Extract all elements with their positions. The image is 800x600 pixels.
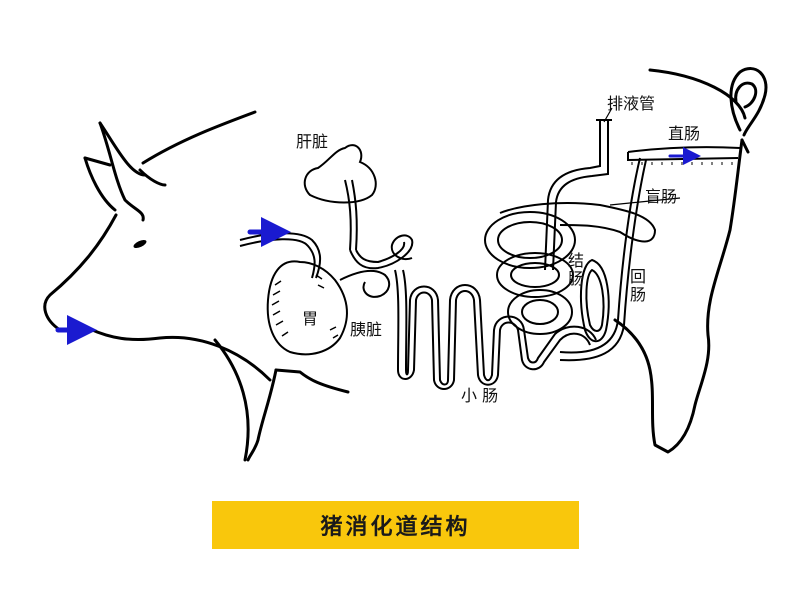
pancreas-shape bbox=[339, 234, 414, 298]
label-liver: 肝脏 bbox=[296, 132, 329, 151]
label-colon: 结肠 bbox=[568, 251, 585, 289]
label-rectum: 直肠 bbox=[668, 124, 701, 143]
liver-shape bbox=[303, 144, 377, 251]
ileum-tube bbox=[559, 157, 647, 362]
title-banner: 猪消化道结构 bbox=[212, 501, 579, 549]
pig-outline bbox=[43, 67, 768, 462]
colon-shape bbox=[484, 201, 657, 335]
duct-tube bbox=[544, 119, 612, 271]
diagram-title: 猪消化道结构 bbox=[320, 515, 471, 540]
esophagus bbox=[239, 232, 322, 279]
label-small-intestine: 小 肠 bbox=[461, 386, 499, 405]
stomach-shape bbox=[266, 260, 348, 356]
pig-ears bbox=[83, 121, 167, 222]
rectum-shape bbox=[627, 146, 741, 165]
ileum-shape bbox=[580, 258, 610, 343]
pig-eye bbox=[133, 239, 147, 249]
label-pancreas: 胰脏 bbox=[350, 320, 383, 339]
label-urinary-duct: 排液管 bbox=[607, 94, 656, 113]
label-ileum: 回肠 bbox=[630, 267, 647, 305]
label-stomach: 胃 bbox=[302, 309, 319, 328]
flow-arrows bbox=[55, 147, 701, 345]
leader-lines bbox=[603, 107, 681, 206]
label-cecum: 盲肠 bbox=[645, 187, 678, 206]
small-intestine-shape bbox=[394, 269, 597, 390]
